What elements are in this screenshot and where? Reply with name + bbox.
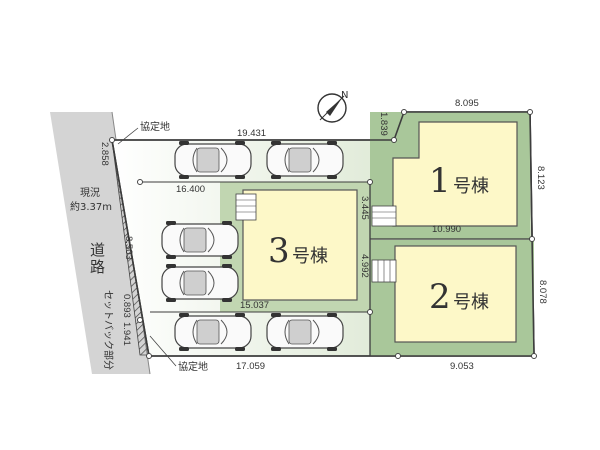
steps-house-3 xyxy=(235,193,257,221)
dim-left-low-2: 0.893 xyxy=(121,294,132,318)
dim-bottom-right: 9.053 xyxy=(450,361,474,372)
dim-inner-top: 16.400 xyxy=(176,184,205,195)
house-1-suffix: 号棟 xyxy=(453,176,489,197)
dim-left-mid: 8.503 xyxy=(123,236,134,260)
dim-bottom-left: 17.059 xyxy=(236,361,265,372)
car-3 xyxy=(161,220,239,260)
dim-top-left: 19.431 xyxy=(237,128,266,139)
road-name-char-2: 路 xyxy=(90,258,105,276)
current-label: 現況 xyxy=(80,187,100,199)
dim-right-upper: 8.123 xyxy=(535,166,546,190)
dim-inner-short: 3.445 xyxy=(359,196,370,220)
house-3-suffix: 号棟 xyxy=(292,246,328,267)
car-1 xyxy=(174,140,252,180)
north-label: N xyxy=(341,90,348,101)
dim-top-right: 8.095 xyxy=(455,98,479,109)
agreement-land-bottom: 協定地 xyxy=(178,360,208,373)
road-name-char-1: 道 xyxy=(90,241,105,259)
compass-icon xyxy=(317,93,347,123)
steps-house-1 xyxy=(371,205,397,227)
road-area xyxy=(50,112,150,374)
car-5 xyxy=(174,312,252,352)
car-4 xyxy=(161,263,239,303)
house-2-suffix: 号棟 xyxy=(453,292,489,313)
dim-inner-bottom: 15.037 xyxy=(240,300,269,311)
dim-left-top: 2.858 xyxy=(99,142,110,166)
house-2-number: 2 xyxy=(429,277,451,317)
setback-label: セットバック部分 xyxy=(102,290,115,370)
dim-right-lower: 8.078 xyxy=(537,280,548,304)
agreement-land-top: 協定地 xyxy=(140,120,170,133)
house-1-number: 1 xyxy=(429,161,451,201)
dim-top-notch: 1.839 xyxy=(378,112,389,136)
house-2-footprint xyxy=(394,245,517,343)
house-3-number: 3 xyxy=(268,231,290,271)
dim-left-low-1: 1.941 xyxy=(121,322,132,346)
road-label: 道 路 xyxy=(90,241,110,276)
car-6 xyxy=(266,312,344,352)
house-3-footprint xyxy=(242,189,358,301)
dim-inner-mid: 10.990 xyxy=(432,224,461,235)
car-2 xyxy=(266,140,344,180)
current-width: 約3.37m xyxy=(70,200,112,213)
dim-inner-vertical: 4.992 xyxy=(359,254,370,278)
steps-house-2 xyxy=(371,259,397,283)
